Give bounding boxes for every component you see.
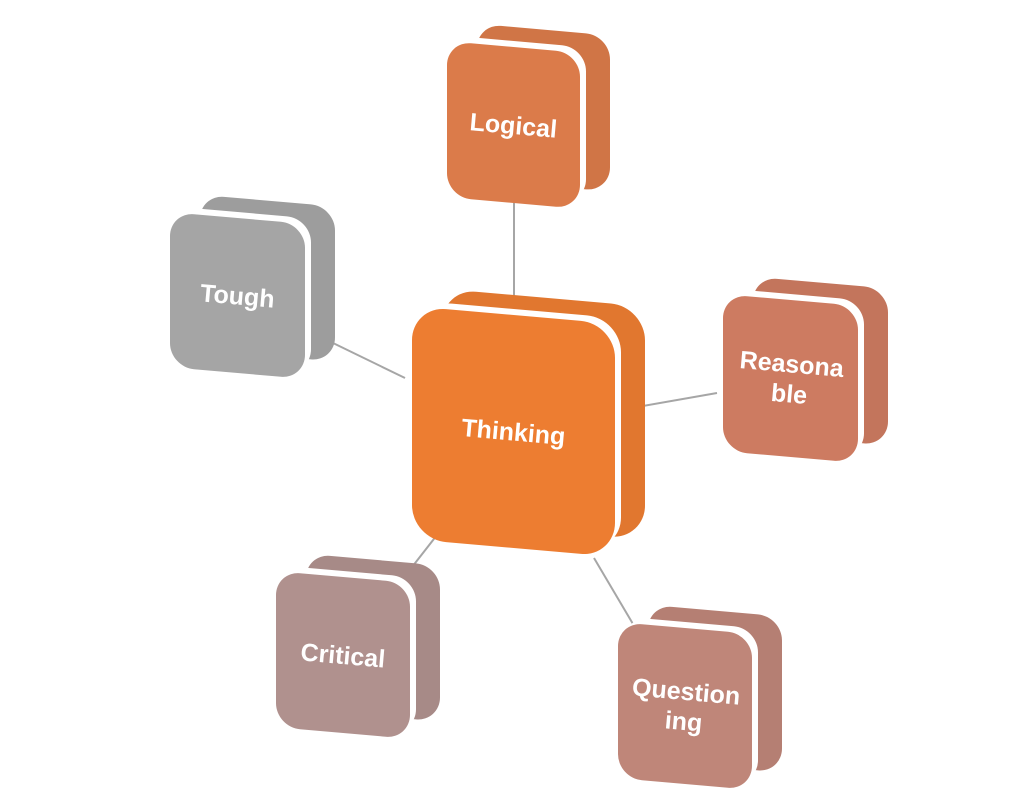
node-thinking: Thinking <box>412 291 645 555</box>
connector-questioning <box>593 557 634 625</box>
reasonable-label: ble <box>770 379 809 410</box>
node-logical: Logical <box>447 25 610 207</box>
questioning-label: ing <box>664 706 704 737</box>
tough-box-front <box>170 214 305 377</box>
node-tough: Tough <box>170 196 335 377</box>
connector-tough <box>332 342 406 379</box>
questioning-box-front <box>618 624 752 788</box>
node-critical: Critical <box>276 555 440 737</box>
reasonable-box-front <box>723 296 858 461</box>
tough-label: Tough <box>199 279 276 313</box>
critical-box-front <box>276 573 410 737</box>
thinking-box-front <box>412 308 615 555</box>
logical-box-front <box>447 43 580 207</box>
